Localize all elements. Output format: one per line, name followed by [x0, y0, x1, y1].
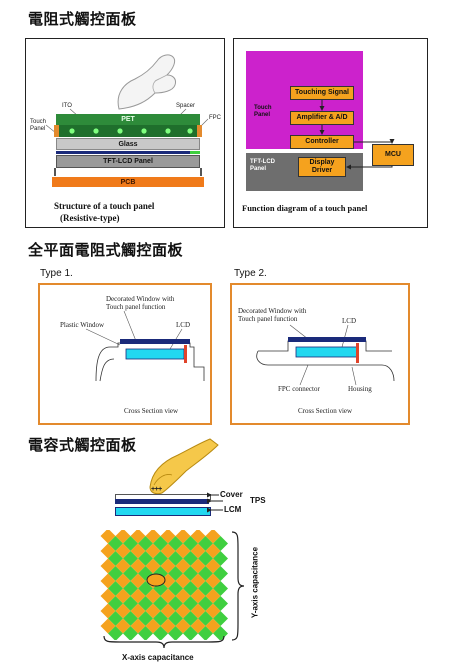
- type2-housing-label: Housing: [348, 385, 372, 393]
- spacer-dots: [69, 128, 193, 134]
- finger-illustration: [117, 54, 176, 110]
- function-panel: Touch Panel TFT-LCD Panel Touching Signa…: [233, 38, 428, 228]
- sensor-diamond: [153, 626, 168, 640]
- amplifier-text: Amplifier & A/D: [296, 114, 348, 121]
- lcm-layer: [115, 507, 211, 516]
- green-strip: [190, 151, 200, 154]
- touch-panel-label: Touch Panel: [30, 119, 47, 132]
- capacitive-arrows: [207, 492, 223, 513]
- sensor-diamond: [123, 626, 138, 640]
- navy-strip: [56, 151, 200, 154]
- type1-panel: Decorated Window with Touch panel functi…: [38, 283, 212, 425]
- type2-fpc-label: FPC connector: [278, 385, 320, 393]
- sensor-diamond: [205, 530, 221, 544]
- type1-title: Type 1.: [40, 268, 73, 279]
- structure-caption-line2: (Resistive-type): [60, 213, 120, 223]
- controller-box: Controller: [290, 135, 354, 149]
- amplifier-box: Amplifier & A/D: [290, 111, 354, 125]
- sensor-diamond: [138, 626, 153, 640]
- display-driver-box: Display Driver: [298, 157, 346, 177]
- spacer-label: Spacer: [176, 103, 196, 109]
- y-axis-brace: [231, 531, 245, 641]
- display-driver-text: Display Driver: [309, 159, 335, 174]
- type2-section-label: Cross Section view: [298, 407, 353, 415]
- capacitive-finger: [149, 438, 219, 495]
- section-heading-full-flat: 全平面電阻式觸控面板: [28, 241, 184, 259]
- sensor-diamond: [190, 530, 206, 544]
- flow-arrows: [319, 100, 395, 170]
- x-axis-label: X-axis capacitance: [122, 653, 194, 662]
- tps-layer: [115, 499, 209, 504]
- fd-tft-panel-label: TFT-LCD Panel: [250, 159, 275, 172]
- type1-cross-section: [85, 310, 205, 382]
- type1-section-label: Cross Section view: [124, 407, 179, 415]
- type2-panel: Decorated Window with Touch panel functi…: [230, 283, 410, 425]
- fd-touch-panel-label: Touch Panel: [254, 105, 272, 118]
- section-heading-capacitive: 電容式觸控面板: [28, 436, 137, 454]
- type2-title: Type 2.: [234, 268, 267, 279]
- sensor-diamond: [160, 530, 176, 544]
- touching-signal-box: Touching Signal: [290, 86, 354, 100]
- structure-panel: ITO Spacer Touch Panel FPC PET Glass TFT…: [25, 38, 225, 228]
- frame-left: [54, 168, 56, 176]
- x-axis-brace: [103, 635, 225, 649]
- tft-label: TFT-LCD Panel: [103, 158, 153, 165]
- glass-layer: Glass: [56, 138, 200, 150]
- controller-text: Controller: [305, 138, 339, 145]
- mcu-box: MCU: [372, 144, 414, 166]
- pet-label: PET: [121, 116, 135, 123]
- sensor-diamond: [198, 626, 213, 640]
- y-axis-label-text: Y-axis capacitance: [250, 546, 260, 619]
- sensor-diamond: [168, 626, 183, 640]
- touch-panel-block: [246, 51, 363, 149]
- mcu-text: MCU: [385, 151, 401, 158]
- sensor-diamond: [100, 530, 116, 544]
- right-edge-connector: [197, 125, 202, 137]
- frame-right: [200, 168, 202, 176]
- pcb-layer: PCB: [52, 177, 204, 187]
- sensor-diamond: [145, 530, 161, 544]
- type1-decorated-label: Decorated Window with Touch panel functi…: [106, 295, 175, 311]
- sensor-diamond: [175, 530, 191, 544]
- pet-layer: PET: [56, 114, 200, 125]
- charge-plus-label: +++: [151, 486, 162, 493]
- sensor-diamond: [130, 530, 146, 544]
- glass-label: Glass: [118, 140, 138, 148]
- ito-label: ITO: [62, 103, 72, 109]
- function-caption: Function diagram of a touch panel: [242, 203, 368, 213]
- type1-lcd-label: LCD: [176, 321, 190, 329]
- type2-cross-section: [256, 324, 395, 386]
- sensor-diamond: [115, 530, 131, 544]
- pcb-label: PCB: [120, 178, 136, 186]
- sensor-diamond-grid: [100, 530, 228, 640]
- tft-layer: TFT-LCD Panel: [56, 155, 200, 168]
- spacer-gap: [56, 125, 200, 137]
- tps-label: TPS: [250, 496, 266, 505]
- section-heading-resistive: 電阻式觸控面板: [28, 10, 137, 28]
- sensor-diamond: [108, 626, 123, 640]
- type2-decorated-label: Decorated Window with Touch panel functi…: [238, 307, 307, 323]
- type1-plastic-label: Plastic Window: [60, 321, 105, 329]
- cover-label: Cover: [220, 490, 243, 499]
- lcm-label: LCM: [224, 505, 242, 514]
- type2-lcd-label: LCD: [342, 317, 356, 325]
- sensor-diamond: [183, 626, 198, 640]
- structure-caption-line1: Structure of a touch panel: [54, 201, 155, 211]
- touching-signal-text: Touching Signal: [295, 89, 349, 96]
- left-edge-connector: [54, 125, 59, 137]
- y-axis-label: Y-axis capacitance: [251, 523, 260, 643]
- fpc-label: FPC: [209, 115, 221, 121]
- touch-point-ellipse: [146, 573, 166, 587]
